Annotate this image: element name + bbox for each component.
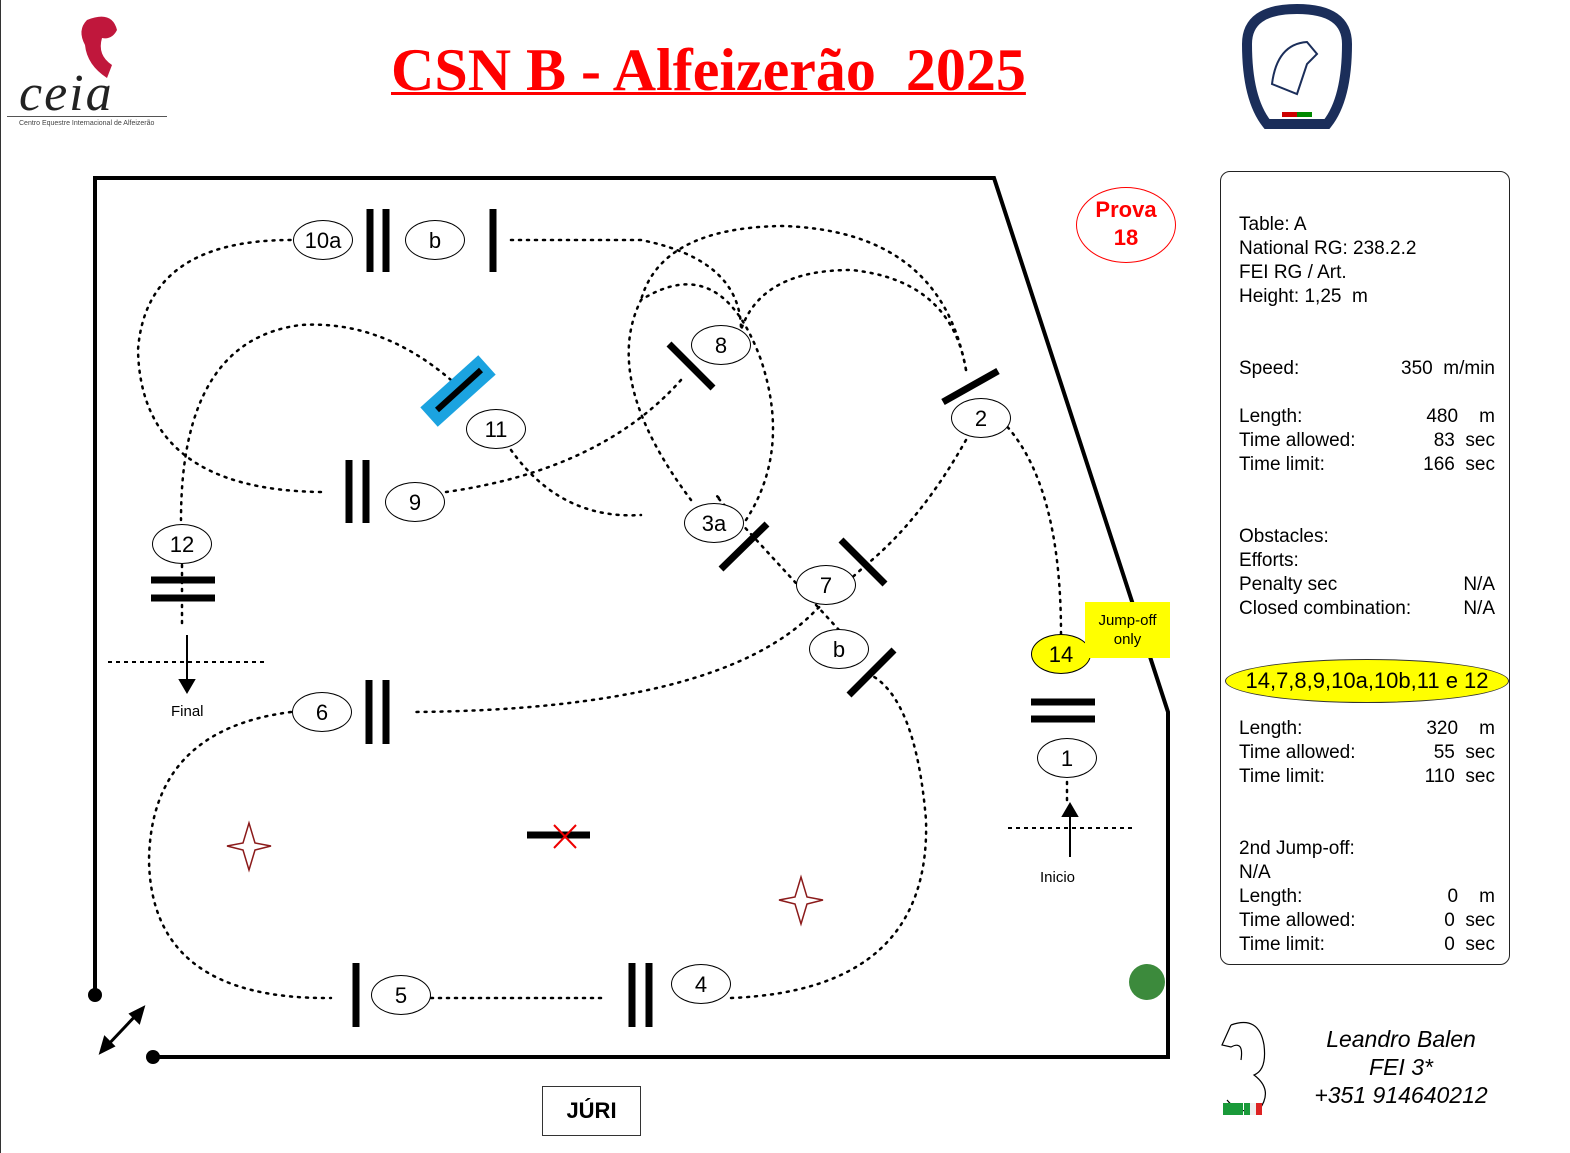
jumpoff-note: Jump-off only bbox=[1085, 602, 1170, 658]
obstacle-label: 7 bbox=[796, 565, 856, 605]
course-track bbox=[136, 224, 1069, 1000]
info-panel: Table: A National RG: 238.2.2 FEI RG / A… bbox=[1220, 171, 1510, 965]
jury-box: JÚRI bbox=[542, 1086, 641, 1136]
start-label: Inicio bbox=[1040, 869, 1076, 886]
entrance-arrow-icon bbox=[98, 1005, 146, 1055]
obstacle-label: 14 bbox=[1031, 634, 1091, 674]
fences bbox=[151, 209, 1095, 1027]
tree-icon bbox=[1129, 964, 1165, 1000]
arena-fence bbox=[93, 176, 1170, 1059]
obstacle-label: b bbox=[809, 629, 869, 669]
ceia-logo: ceia Centro Equestre Internacional de Al… bbox=[7, 10, 169, 132]
obstacle-label: 2 bbox=[951, 398, 1011, 438]
jumpoff-obstacles: 14,7,8,9,10a,10b,11 e 12 bbox=[1225, 659, 1509, 703]
obstacle-label: 5 bbox=[371, 975, 431, 1015]
obstacle-label: 4 bbox=[671, 964, 731, 1004]
obstacle-label: 11 bbox=[466, 409, 526, 449]
logo-word: ceia bbox=[19, 65, 114, 122]
obstacle-label: 1 bbox=[1037, 738, 1097, 778]
obstacle-label: 3a bbox=[684, 503, 744, 543]
obstacle-label: 10a bbox=[293, 220, 353, 260]
page-title: CSN B - Alfeizerão 2025 bbox=[391, 37, 1026, 103]
fep-logo bbox=[1241, 4, 1353, 129]
obstacle-label: 8 bbox=[691, 325, 751, 365]
logo-subtitle: Centro Equestre Internacional de Alfeize… bbox=[19, 120, 155, 127]
flower-decoration-icon bbox=[226, 820, 824, 927]
horse-logo-icon bbox=[81, 16, 117, 79]
designer-logo-icon bbox=[1221, 1021, 1266, 1115]
obstacle-label: 9 bbox=[385, 482, 445, 522]
final-label: Final bbox=[171, 703, 204, 720]
obstacle-label: b bbox=[405, 220, 465, 260]
obstacle-label: 6 bbox=[292, 692, 352, 732]
obstacle-label: 12 bbox=[152, 524, 212, 564]
